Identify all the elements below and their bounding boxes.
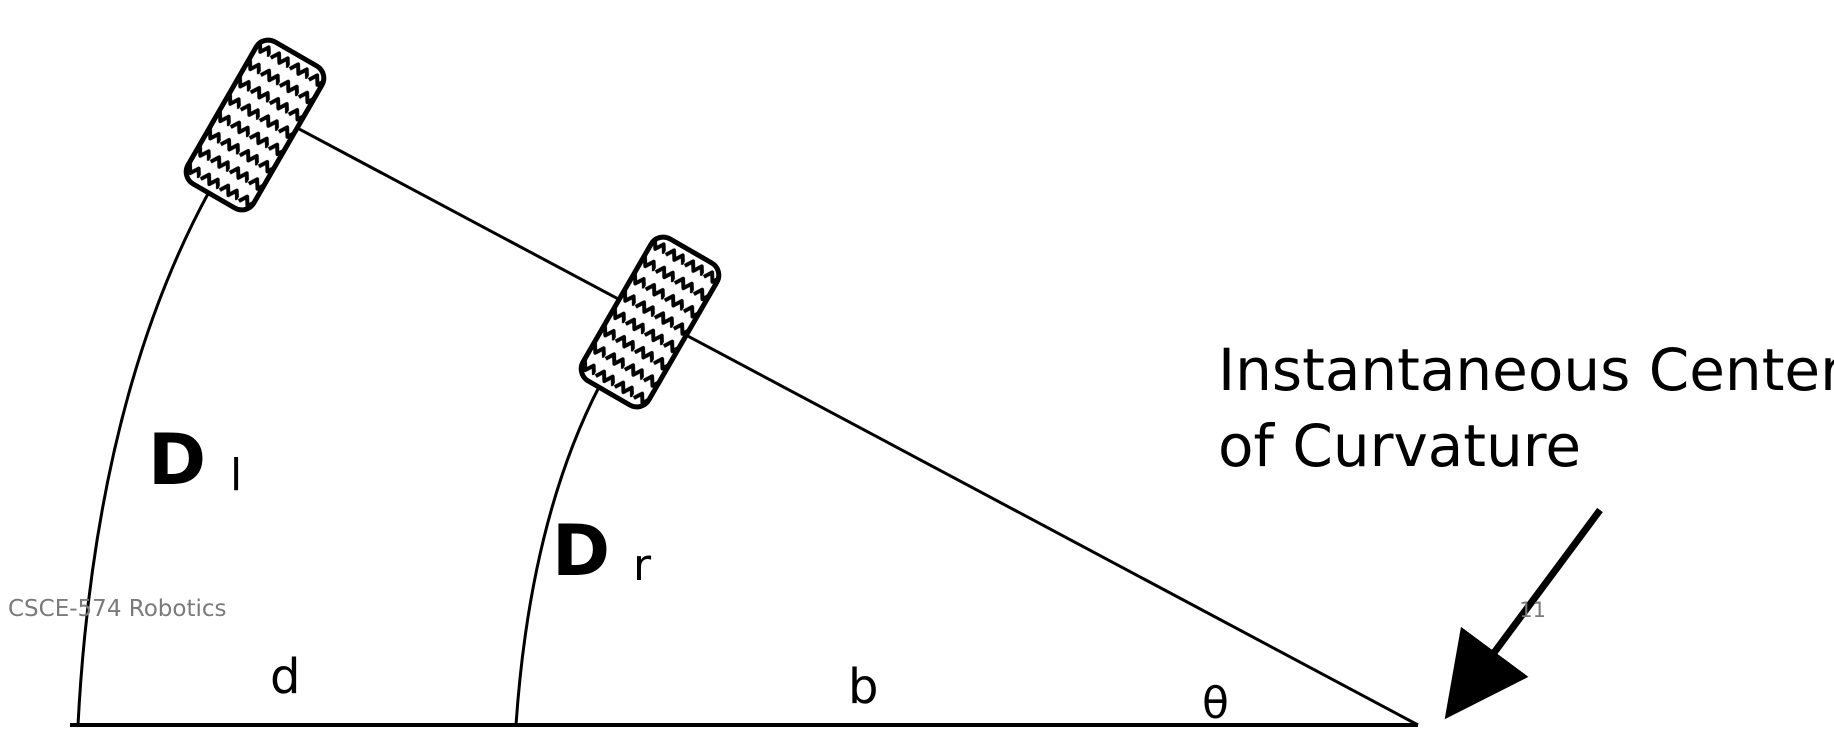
- footer-course-label: CSCE-574 Robotics: [8, 596, 227, 622]
- angle-theta-label: θ: [1202, 678, 1229, 729]
- distance-d-label: d: [270, 649, 300, 705]
- right-wheel-tire-icon: [578, 234, 722, 410]
- icc-pointer-arrow-icon: [1444, 507, 1603, 720]
- icc-label-line2: of Curvature: [1218, 412, 1581, 480]
- left-wheel-tire-icon: [183, 37, 327, 213]
- right-arc-label: D: [552, 510, 610, 592]
- right-wheel-arc: [514, 384, 602, 726]
- distance-b-label: b: [848, 659, 878, 715]
- left-wheel-arc: [76, 189, 212, 726]
- icc-label-line1: Instantaneous Center: [1218, 336, 1834, 404]
- left-arc-label: D: [148, 419, 206, 501]
- axle-line: [255, 104, 1419, 727]
- right-arc-subscript: r: [633, 540, 652, 591]
- footer-page-number: 11: [1519, 598, 1546, 622]
- left-arc-subscript: l: [230, 450, 242, 501]
